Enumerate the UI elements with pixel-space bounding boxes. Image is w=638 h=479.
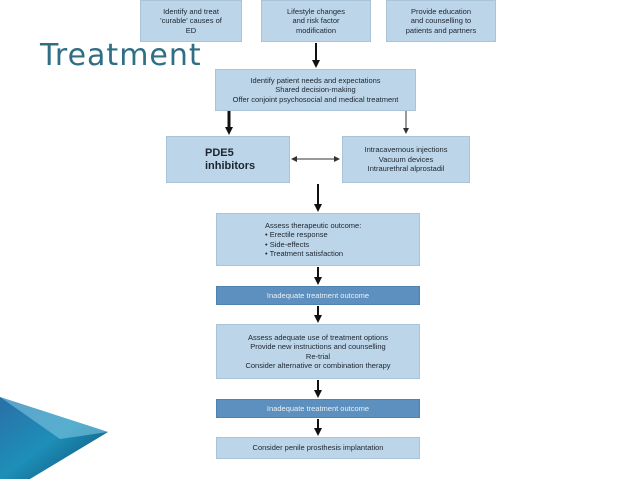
box-pde5-inhibitors: PDE5 inhibitors xyxy=(166,136,290,183)
slide-title: Treatment xyxy=(40,38,202,73)
box-inadequate-outcome-1: Inadequate treatment outcome xyxy=(216,286,420,305)
box-patient-needs: Identify patient needs and expectations … xyxy=(215,69,416,111)
box-assess-adequate-use: Assess adequate use of treatment options… xyxy=(216,324,420,379)
box-education-counselling: Provide education and counselling to pat… xyxy=(386,0,496,42)
corner-decoration xyxy=(0,397,108,479)
box-identify-curable-causes: Identify and treat 'curable' causes of E… xyxy=(140,0,242,42)
box-inadequate-outcome-2: Inadequate treatment outcome xyxy=(216,399,420,418)
box-penile-prosthesis: Consider penile prosthesis implantation xyxy=(216,437,420,459)
box-lifestyle-changes: Lifestyle changes and risk factor modifi… xyxy=(261,0,371,42)
box-alternative-treatments: Intracavernous injections Vacuum devices… xyxy=(342,136,470,183)
box-assess-therapeutic-outcome: Assess therapeutic outcome: • Erectile r… xyxy=(216,213,420,266)
